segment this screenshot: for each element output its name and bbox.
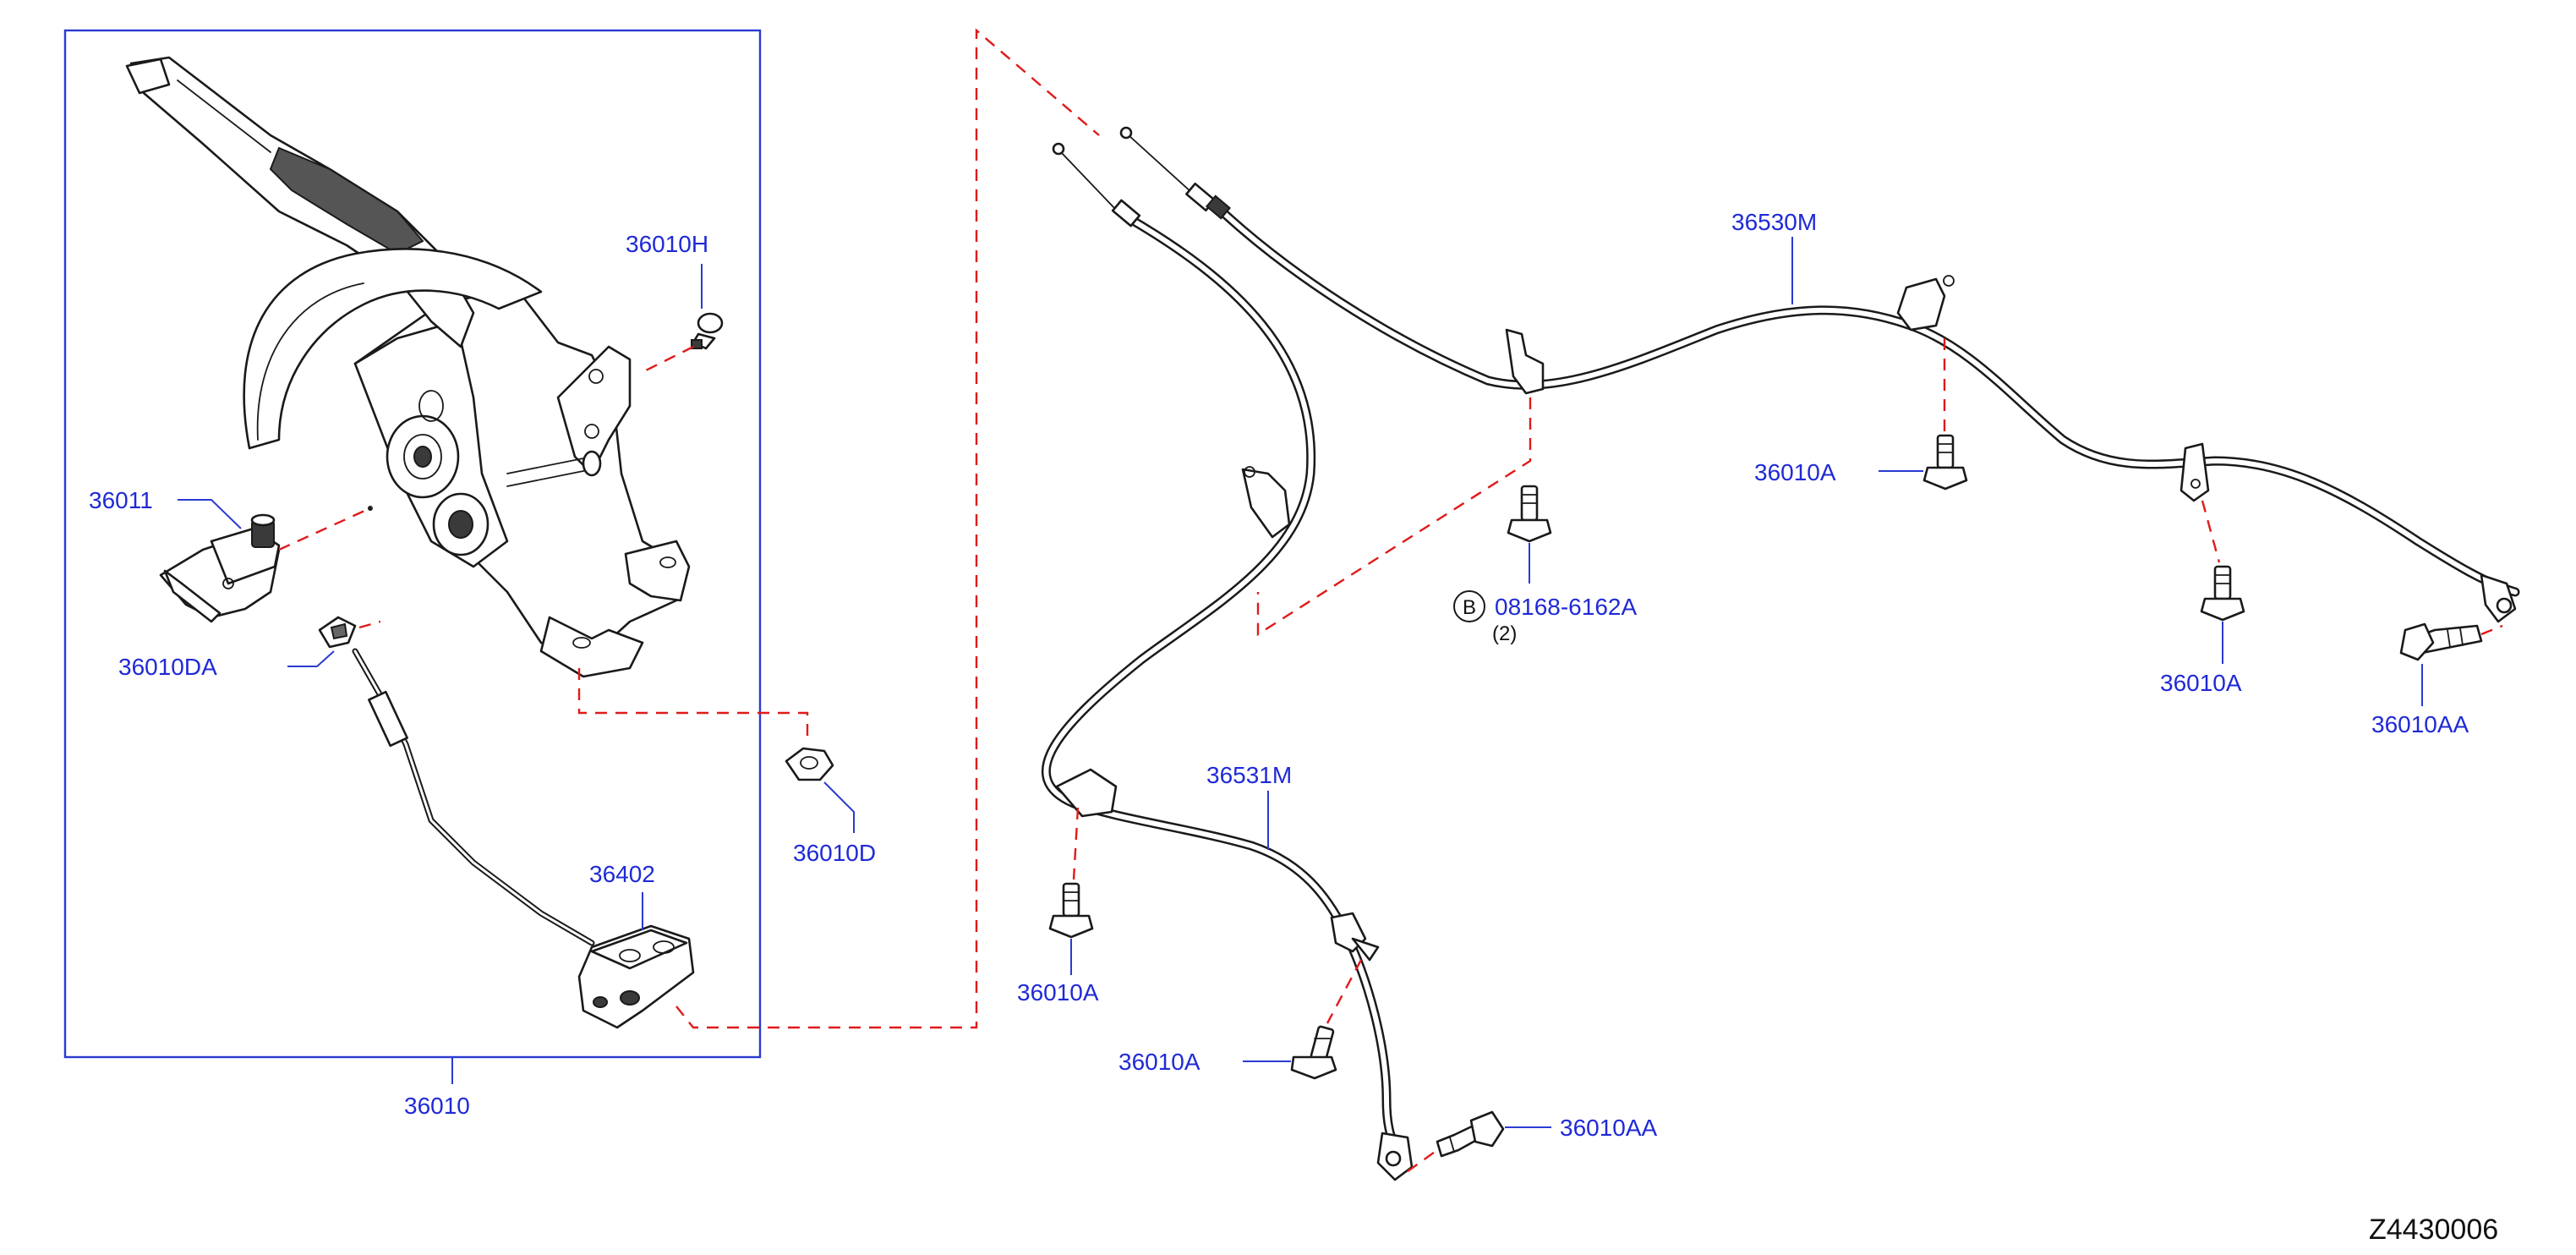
dash-36010AA-lower: [1407, 1149, 1438, 1172]
dash-36010D: [577, 668, 809, 740]
pivot-shaft: [506, 469, 593, 487]
pivot-bolt: [413, 446, 432, 468]
mount-hole: [584, 424, 599, 439]
label-36010A-upper: 36010A: [1754, 459, 1836, 485]
foot-hole: [572, 637, 591, 649]
leader-36010D: [823, 781, 855, 833]
dash-36011: [278, 506, 373, 551]
bolt-36010A-right: [2200, 565, 2245, 622]
upper-hole: [418, 390, 444, 422]
label-36010A-right: 36010A: [2160, 670, 2242, 696]
pivot-shaft: [506, 456, 593, 474]
lever-boot-cover: [243, 248, 543, 450]
bolt-36010A-lower-left: [1048, 882, 1094, 939]
nut-36010D: [785, 747, 834, 781]
label-36531M: 36531M: [1206, 762, 1292, 788]
boot-fold: [256, 282, 364, 441]
label-36010: 36010: [404, 1093, 470, 1119]
assembly-frame: [63, 29, 762, 1059]
label-36010D: 36010D: [793, 840, 876, 866]
bolt-36010A-lower-mid: [1290, 1025, 1337, 1080]
switch-36011: [159, 513, 281, 623]
lever-mount-tab: [556, 345, 632, 475]
bolt-08168-6162A: [1507, 485, 1552, 543]
lever-right-foot: [624, 540, 691, 602]
grip-line: [177, 79, 271, 153]
bolt-b-symbol: B: [1463, 596, 1476, 619]
dash-36010A-right: [2201, 500, 2221, 563]
label-36010AA-lower: 36010AA: [1560, 1115, 1658, 1141]
rear-cable-36530M: [1119, 126, 2520, 623]
dash-equalizer-to-cables: [675, 28, 1100, 1029]
front-rod-36402: [352, 648, 695, 1029]
shaft-end: [582, 450, 602, 477]
bolt-b-quantity: (2): [1492, 622, 1517, 645]
clip-36010DA: [318, 616, 357, 649]
lower-hub-bolt: [448, 510, 473, 539]
leader-36010DA: [287, 650, 335, 667]
label-36010H: 36010H: [626, 231, 708, 257]
hand-lever-assembly: [125, 56, 691, 678]
dash-36010AA-right: [2480, 624, 2503, 636]
label-36530M: 36530M: [1731, 209, 1817, 235]
foot-hole: [659, 556, 676, 568]
label-36010A-lower-left: 36010A: [1017, 979, 1099, 1006]
dash-36010A-lower-mid: [1326, 959, 1363, 1024]
dash-36010DA: [358, 620, 381, 629]
label-36402: 36402: [589, 861, 655, 887]
bolt-36010A-upper: [1922, 434, 1968, 490]
label-36010AA-right: 36010AA: [2371, 711, 2469, 737]
mount-hole: [588, 369, 604, 384]
lever-arm: [129, 56, 475, 348]
label-36010DA: 36010DA: [118, 654, 217, 680]
label-36010A-lower-mid: 36010A: [1118, 1049, 1200, 1075]
label-36011: 36011: [89, 487, 153, 513]
label-08168-6162A: 08168-6162A: [1495, 594, 1637, 620]
diagram-reference-id: Z4430006: [2369, 1214, 2498, 1246]
dash-36010H: [642, 345, 694, 374]
pivot-ring: [403, 434, 442, 480]
bolt-36010AA-lower: [1436, 1110, 1505, 1158]
lever-foot: [539, 616, 644, 678]
dash-bolt-b: [1256, 397, 1532, 637]
leader-36011: [178, 499, 242, 529]
clip-36010H: [691, 312, 724, 350]
bolt-36010AA-right: [2399, 622, 2483, 661]
dash-36010A-lower-left: [1072, 807, 1080, 880]
rear-cable-36531M: [1042, 142, 1414, 1181]
bolt-b-symbol-circle: [1453, 590, 1485, 622]
lever-grip-tip: [125, 58, 171, 95]
